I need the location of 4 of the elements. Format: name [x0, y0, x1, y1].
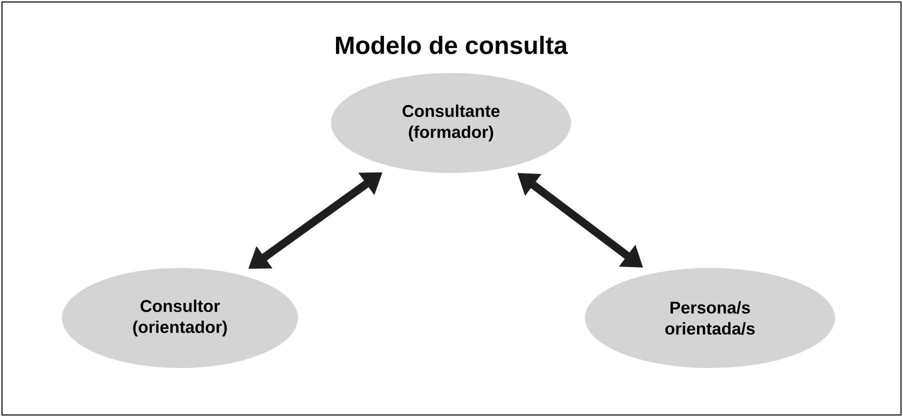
ellipse-node: Consultor (orientador): [62, 268, 298, 368]
title: Modelo de consulta: [336, 36, 568, 54]
ellipse-node: Persona/s orientada/s: [585, 268, 835, 368]
ellipse-node: Consultante (formador): [331, 73, 571, 173]
